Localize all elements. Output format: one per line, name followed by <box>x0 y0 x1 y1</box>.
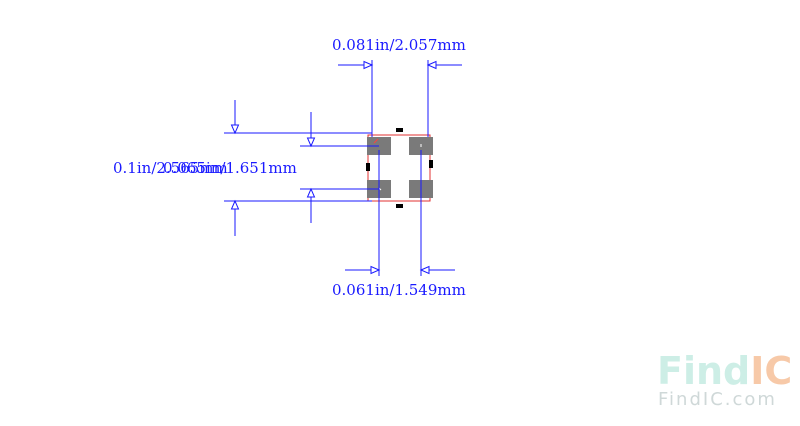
bottom-width-label: 0.061in/1.549mm <box>332 281 466 299</box>
left-height-inner-label: 0.065in/1.651mm <box>163 159 297 177</box>
top-width-dimension <box>338 60 462 137</box>
left-height-outer-dimension <box>224 100 372 236</box>
findic-watermark: FindIC FindIC.com <box>657 349 792 410</box>
watermark-logo-find: Find <box>657 349 750 393</box>
left-height-inner-dimension <box>300 112 379 223</box>
marker-bottom <box>396 204 403 208</box>
bottom-width-dimension <box>345 150 455 276</box>
watermark-url: FindIC.com <box>658 389 777 410</box>
marker-right <box>429 160 433 168</box>
svg-text:FindIC: FindIC <box>657 349 792 393</box>
marker-left <box>366 163 370 171</box>
top-width-label: 0.081in/2.057mm <box>332 36 466 54</box>
marker-top <box>396 128 403 132</box>
pad-mark-tl <box>373 138 379 144</box>
left-height-outer-label: 0.1in/2.565mm <box>113 159 228 177</box>
watermark-logo-ic: IC <box>750 349 792 393</box>
